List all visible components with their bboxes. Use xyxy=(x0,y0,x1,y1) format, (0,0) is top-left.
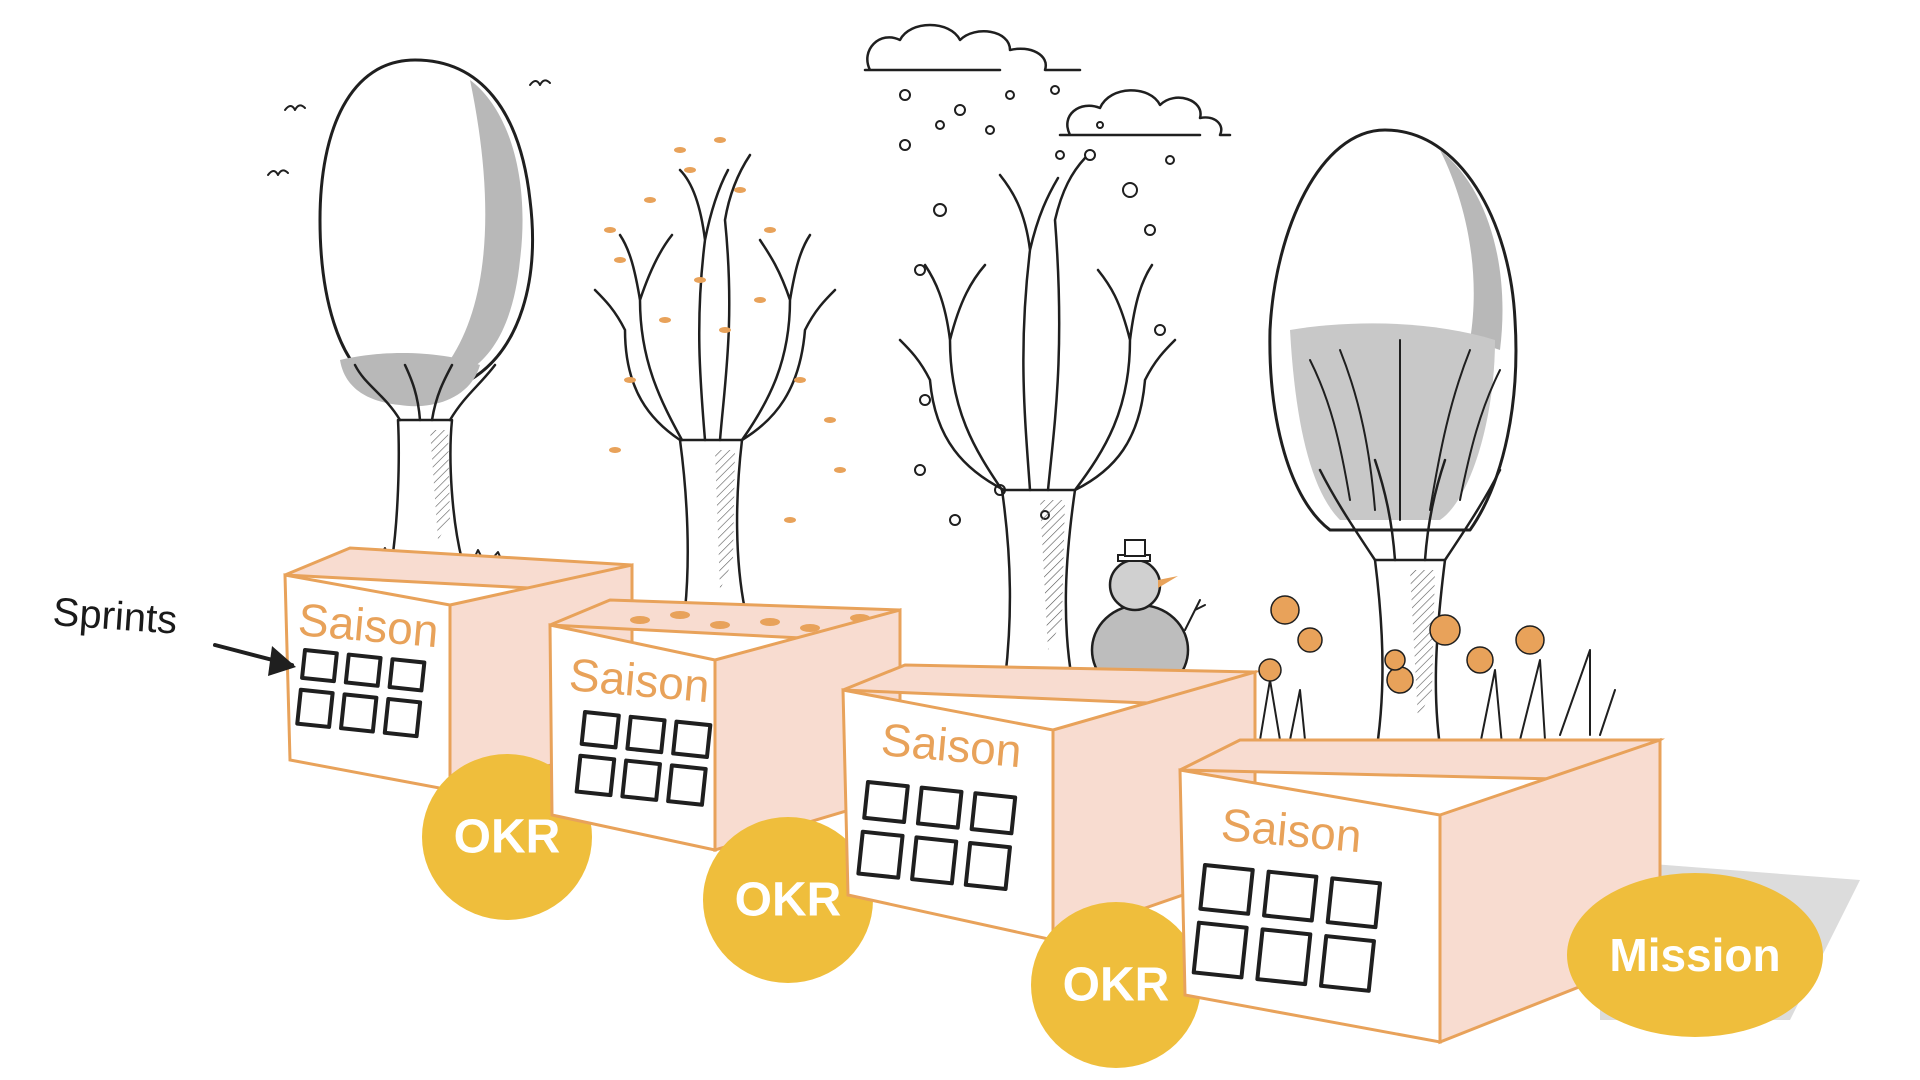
mission-badge xyxy=(1567,873,1823,1037)
bird-icon xyxy=(267,169,289,176)
sprint-grid xyxy=(574,710,713,807)
sprint-grid xyxy=(1191,863,1383,993)
sprints-annotation: Sprints xyxy=(51,590,178,643)
bird-icon xyxy=(529,79,551,86)
cloud-icon xyxy=(1058,89,1232,137)
summer-tree-icon xyxy=(318,58,534,569)
sprint-grid xyxy=(856,780,1018,891)
mission-badge-label: Mission xyxy=(1609,929,1780,981)
arrow-icon xyxy=(213,643,296,676)
winter-tree-icon xyxy=(898,156,1177,682)
spring-tree-icon xyxy=(1268,128,1518,762)
okr-badge xyxy=(703,817,873,983)
season-block-2: Saison OKR xyxy=(548,137,902,983)
season-label: Saison xyxy=(879,713,1024,777)
flower-icons xyxy=(1258,595,1545,694)
okr-badge xyxy=(422,754,592,920)
bird-icon xyxy=(284,104,306,111)
autumn-tree-icon xyxy=(593,137,846,612)
snowflakes xyxy=(899,85,1175,526)
cloud-icon xyxy=(863,23,1082,72)
season-block-4: Saison Mission xyxy=(1178,128,1823,1045)
okr-badge-label: OKR xyxy=(454,811,561,864)
leaf-pile xyxy=(630,611,870,632)
okr-badge xyxy=(1031,902,1201,1068)
season-label: Saison xyxy=(1219,798,1364,862)
season-label: Saison xyxy=(567,648,712,712)
season-label: Saison xyxy=(296,593,441,657)
okr-badge-label: OKR xyxy=(735,874,842,927)
sprint-grid xyxy=(295,648,427,739)
okr-badge-label: OKR xyxy=(1063,959,1170,1012)
box-front xyxy=(1178,768,1442,1044)
